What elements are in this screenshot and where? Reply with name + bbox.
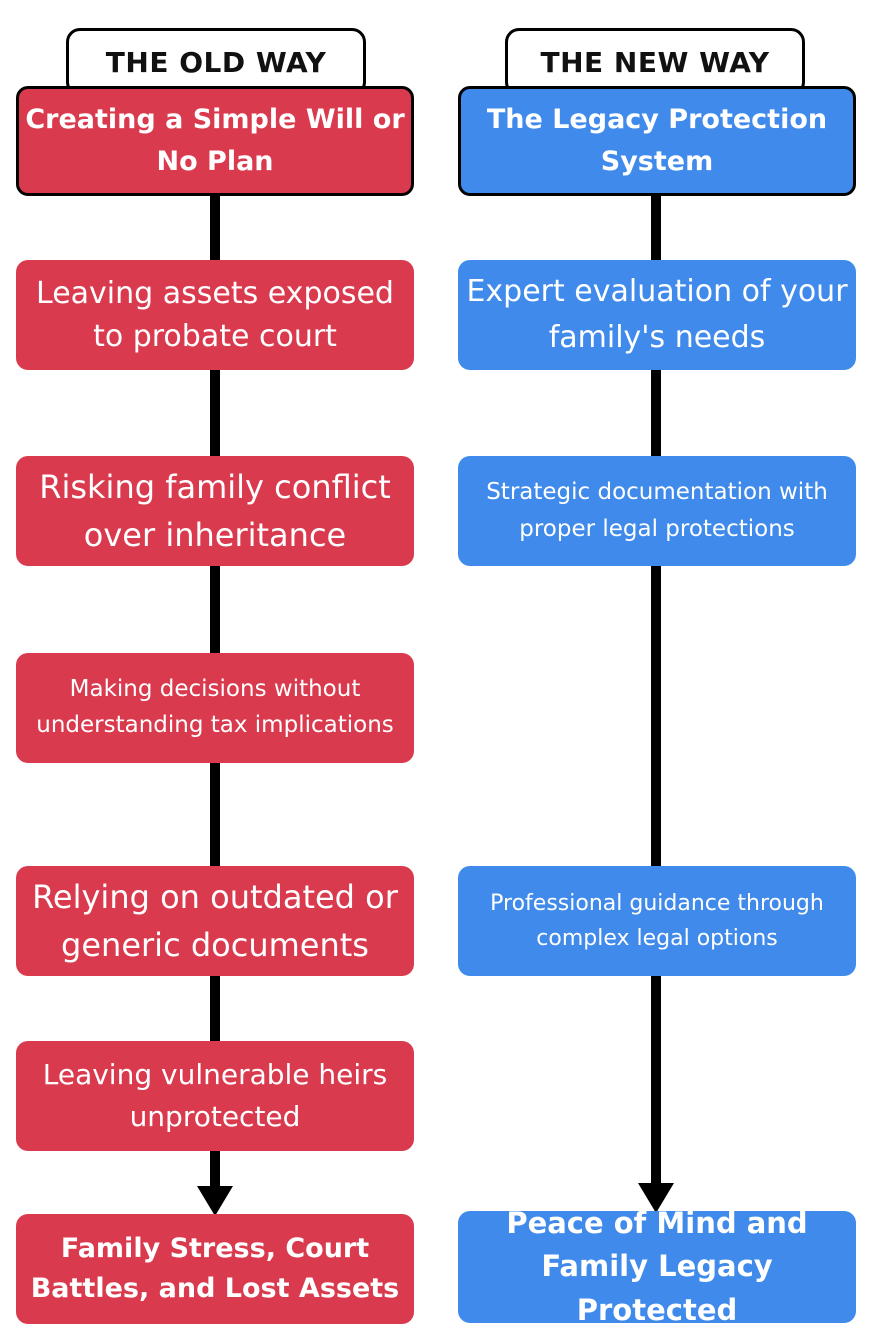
new-way-header: The Legacy Protection System <box>458 86 856 196</box>
old-way-step-1: Leaving assets exposed to probate court <box>16 260 414 370</box>
old-way-step-3: Making decisions without understanding t… <box>16 653 414 763</box>
old-way-step-4-text: Relying on outdated or generic documents <box>32 878 398 964</box>
old-way-header: Creating a Simple Will or No Plan <box>16 86 414 196</box>
new-way-step-2: Strategic documentation with proper lega… <box>458 456 856 566</box>
new-way-label: THE NEW WAY <box>505 28 805 96</box>
old-way-arrowhead <box>197 1186 233 1216</box>
new-way-connector-line <box>651 190 661 1190</box>
new-way-header-text: The Legacy Protection System <box>486 104 828 177</box>
new-way-outcome: Peace of Mind and Family Legacy Protecte… <box>458 1206 856 1327</box>
new-way-step-1-text: Expert evaluation of your family's needs <box>466 273 848 356</box>
old-way-step-3-text: Making decisions without understanding t… <box>36 676 394 738</box>
old-way-step-2: Risking family conflict over inheritance <box>16 456 414 566</box>
old-way-step-1-text: Leaving assets exposed to probate court <box>36 275 394 355</box>
new-way-outcome-text: Peace of Mind and Family Legacy Protecte… <box>506 1205 808 1327</box>
old-way-step-5: Leaving vulnerable heirs unprotected <box>16 1041 414 1151</box>
old-way-outcome-text: Family Stress, Court Battles, and Lost A… <box>30 1232 400 1305</box>
old-way-label-text: THE OLD WAY <box>105 45 327 79</box>
new-way-step-3: Professional guidance through complex le… <box>458 866 856 976</box>
new-way-arrowhead <box>638 1183 674 1213</box>
new-way-label-text: THE NEW WAY <box>540 45 770 79</box>
old-way-label: THE OLD WAY <box>66 28 366 96</box>
old-way-step-2-text: Risking family conflict over inheritance <box>39 468 391 554</box>
old-way-header-text: Creating a Simple Will or No Plan <box>25 104 405 177</box>
old-way-outcome: Family Stress, Court Battles, and Lost A… <box>16 1214 414 1324</box>
new-way-step-3-text: Professional guidance through complex le… <box>490 890 824 951</box>
new-way-step-1: Expert evaluation of your family's needs <box>458 260 856 370</box>
old-way-step-4: Relying on outdated or generic documents <box>16 866 414 976</box>
old-way-step-5-text: Leaving vulnerable heirs unprotected <box>42 1058 388 1133</box>
new-way-step-2-text: Strategic documentation with proper lega… <box>486 479 828 542</box>
